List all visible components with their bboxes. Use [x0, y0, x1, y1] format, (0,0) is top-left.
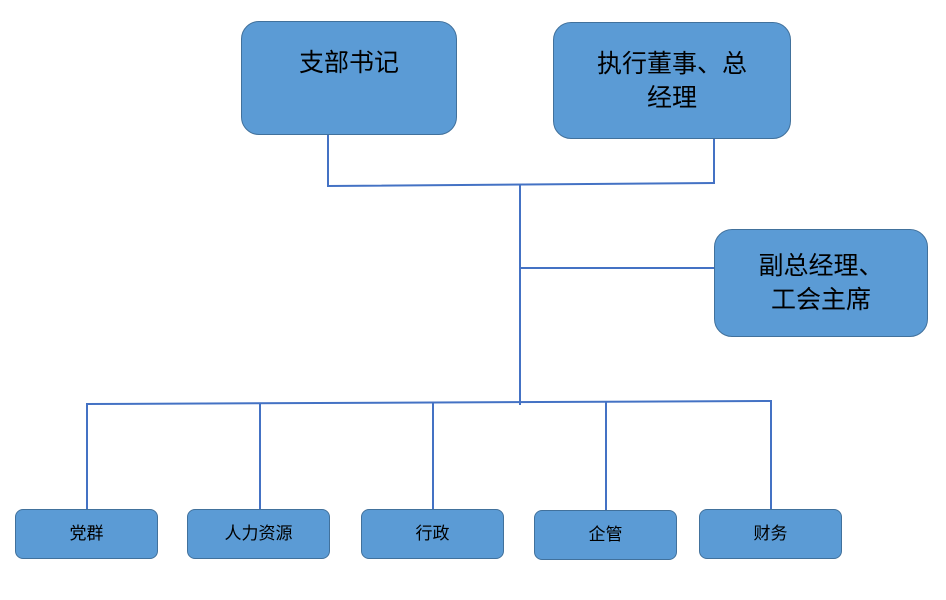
node-label-line-1: 执行董事、总	[596, 48, 747, 78]
node-executive-director: 执行董事、总 经理	[553, 22, 791, 139]
node-label: 行政	[415, 524, 450, 544]
node-dept-hr: 人力资源	[187, 509, 330, 559]
node-dept-party: 党群	[15, 509, 158, 559]
node-label-line-2: 经理	[646, 82, 697, 112]
node-label: 财务	[753, 524, 788, 544]
node-label: 党群	[69, 524, 104, 544]
node-branch-secretary: 支部书记	[241, 21, 457, 135]
node-label: 人力资源	[224, 524, 293, 544]
node-label: 支部书记	[298, 48, 399, 77]
node-label: 企管	[588, 525, 623, 545]
node-label-line-1: 副总经理、	[758, 251, 884, 280]
connector-bottom-horizontal	[85, 399, 773, 406]
node-dept-admin: 行政	[361, 509, 504, 559]
node-label-line-2: 工会主席	[770, 285, 871, 314]
node-dept-management: 企管	[534, 510, 677, 560]
node-vice-general-manager: 副总经理、 工会主席	[714, 229, 928, 337]
node-dept-finance: 财务	[699, 509, 842, 559]
